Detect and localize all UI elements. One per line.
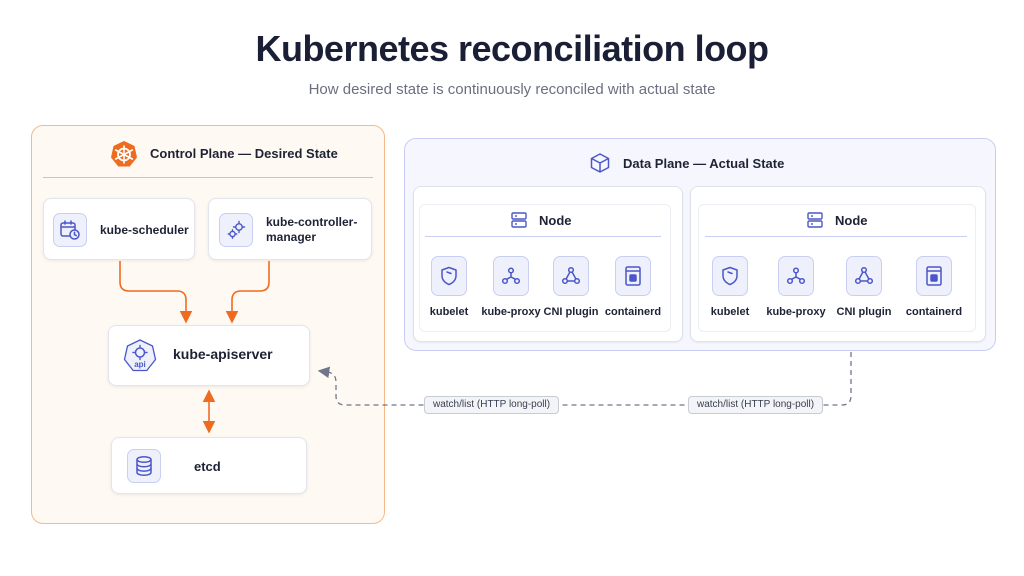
etcd-label: etcd: [194, 459, 221, 474]
container-icon: [615, 256, 651, 296]
controller-to-apiserver-arrow: [225, 261, 270, 324]
kube-proxy-component[interactable]: kube-proxy: [476, 256, 546, 318]
scheduler-to-apiserver-arrow: [119, 261, 193, 324]
containerd-component[interactable]: containerd: [899, 256, 969, 318]
node-title: Node: [835, 213, 868, 228]
kube-controller-manager-label-line1: kube-controller-: [266, 215, 358, 229]
kubelet-component[interactable]: kubelet: [695, 256, 765, 318]
control-plane-divider: [43, 177, 373, 178]
mesh-icon: [846, 256, 882, 296]
containerd-component[interactable]: containerd: [598, 256, 668, 318]
watch-list-dashed-line: [317, 352, 852, 406]
network-icon: [493, 256, 529, 296]
kube-scheduler-card[interactable]: kube-scheduler: [43, 198, 195, 260]
shield-icon: [431, 256, 467, 296]
page-title: Kubernetes reconciliation loop: [255, 28, 769, 69]
containerd-label: containerd: [604, 306, 662, 318]
node-title: Node: [539, 213, 572, 228]
cube-icon: [589, 152, 611, 174]
kube-apiserver-label: kube-apiserver: [173, 346, 273, 362]
kube-proxy-component[interactable]: kube-proxy: [761, 256, 831, 318]
api-wheel-icon: api: [122, 338, 158, 374]
containerd-label: containerd: [905, 306, 963, 318]
watch-list-label: watch/list (HTTP long-poll): [688, 396, 824, 414]
node-divider: [705, 236, 967, 237]
server-icon: [510, 211, 528, 229]
control-plane-title: Control Plane — Desired State: [150, 146, 338, 161]
page-subtitle: How desired state is continuously reconc…: [308, 81, 716, 98]
kube-proxy-label: kube-proxy: [481, 306, 541, 318]
network-icon: [778, 256, 814, 296]
cni-plugin-label: CNI plugin: [836, 306, 892, 318]
watch-list-label: watch/list (HTTP long-poll): [424, 396, 560, 414]
kube-apiserver-card[interactable]: api kube-apiserver: [108, 325, 310, 386]
data-plane-title: Data Plane — Actual State: [623, 156, 785, 171]
gears-icon: [219, 213, 253, 247]
server-icon: [806, 211, 824, 229]
node-divider: [425, 236, 661, 237]
kubelet-label: kubelet: [710, 306, 750, 318]
kubernetes-helm-icon: [110, 140, 138, 168]
kube-proxy-label: kube-proxy: [766, 306, 826, 318]
kube-scheduler-label: kube-scheduler: [100, 223, 189, 237]
kube-controller-manager-label: kube-controller- manager: [266, 215, 357, 245]
kubelet-label: kubelet: [429, 306, 469, 318]
kube-controller-manager-label-line2: manager: [266, 230, 317, 244]
kubelet-component[interactable]: kubelet: [414, 256, 484, 318]
cni-plugin-component[interactable]: CNI plugin: [829, 256, 899, 318]
mesh-icon: [553, 256, 589, 296]
kube-controller-manager-card[interactable]: kube-controller- manager: [208, 198, 372, 260]
etcd-card[interactable]: etcd: [111, 437, 307, 494]
container-icon: [916, 256, 952, 296]
api-badge-text: api: [134, 360, 146, 369]
shield-icon: [712, 256, 748, 296]
cni-plugin-label: CNI plugin: [543, 306, 599, 318]
calendar-clock-icon: [53, 213, 87, 247]
database-icon: [127, 449, 161, 483]
cni-plugin-component[interactable]: CNI plugin: [536, 256, 606, 318]
